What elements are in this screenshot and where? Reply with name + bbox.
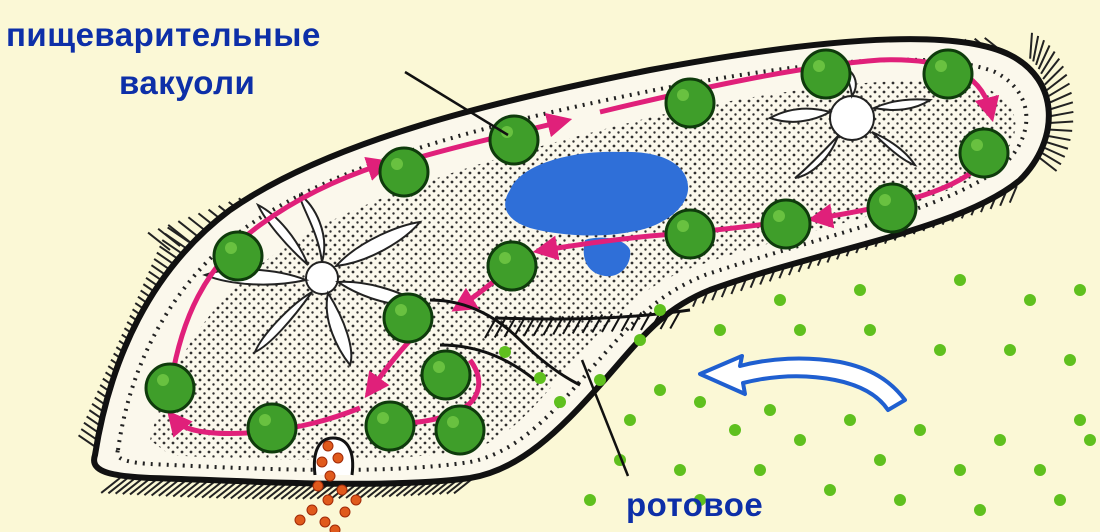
food-particle: [854, 284, 866, 296]
food-particle: [994, 434, 1006, 446]
digestive-vacuole: [762, 200, 810, 248]
digestive-vacuole: [666, 79, 714, 127]
digestive-vacuole: [490, 116, 538, 164]
food-particle: [914, 424, 926, 436]
food-particle: [794, 434, 806, 446]
food-particle: [594, 374, 606, 386]
digestive-vacuole: [960, 129, 1008, 177]
food-particle: [1004, 344, 1016, 356]
food-particle: [499, 346, 511, 358]
digestive-vacuole: [422, 351, 470, 399]
food-particle: [654, 384, 666, 396]
digestive-vacuole: [436, 406, 484, 454]
digestive-vacuole: [488, 242, 536, 290]
food-particle: [1034, 464, 1046, 476]
digestive-vacuole: [666, 210, 714, 258]
food-particle: [954, 464, 966, 476]
food-particle: [894, 494, 906, 506]
food-particle: [874, 454, 886, 466]
food-particle: [1024, 294, 1036, 306]
digestive-vacuole: [248, 404, 296, 452]
food-particle: [674, 464, 686, 476]
food-particle: [1084, 434, 1096, 446]
food-particle: [1064, 354, 1076, 366]
food-particle: [694, 396, 706, 408]
food-particle: [954, 274, 966, 286]
food-particle: [624, 414, 636, 426]
label-digestive-vacuoles-line2: вакуоли: [119, 64, 255, 102]
food-particle: [584, 494, 596, 506]
food-particle: [729, 424, 741, 436]
food-particle: [844, 414, 856, 426]
food-particle: [554, 396, 566, 408]
digestive-vacuole: [380, 148, 428, 196]
digestive-vacuole: [384, 294, 432, 342]
food-particle: [754, 464, 766, 476]
digestive-vacuole: [146, 364, 194, 412]
label-mouth: ротовое: [626, 486, 763, 524]
food-particle: [824, 484, 836, 496]
food-particle: [774, 294, 786, 306]
food-particle: [864, 324, 876, 336]
food-particle: [794, 324, 806, 336]
digestive-vacuole: [366, 402, 414, 450]
food-particle: [1054, 494, 1066, 506]
food-particle: [1074, 284, 1086, 296]
food-particle: [654, 304, 666, 316]
food-particle: [974, 504, 986, 516]
food-particle: [934, 344, 946, 356]
food-particle: [1074, 414, 1086, 426]
digestive-vacuole: [924, 50, 972, 98]
food-particle: [714, 324, 726, 336]
digestive-vacuole: [802, 50, 850, 98]
food-particle: [634, 334, 646, 346]
label-digestive-vacuoles-line1: пищеварительные: [6, 16, 321, 54]
food-particle: [534, 372, 546, 384]
digestive-vacuole: [214, 232, 262, 280]
digestive-vacuole: [868, 184, 916, 232]
curved-arrow-icon: [700, 356, 905, 410]
food-particle: [764, 404, 776, 416]
